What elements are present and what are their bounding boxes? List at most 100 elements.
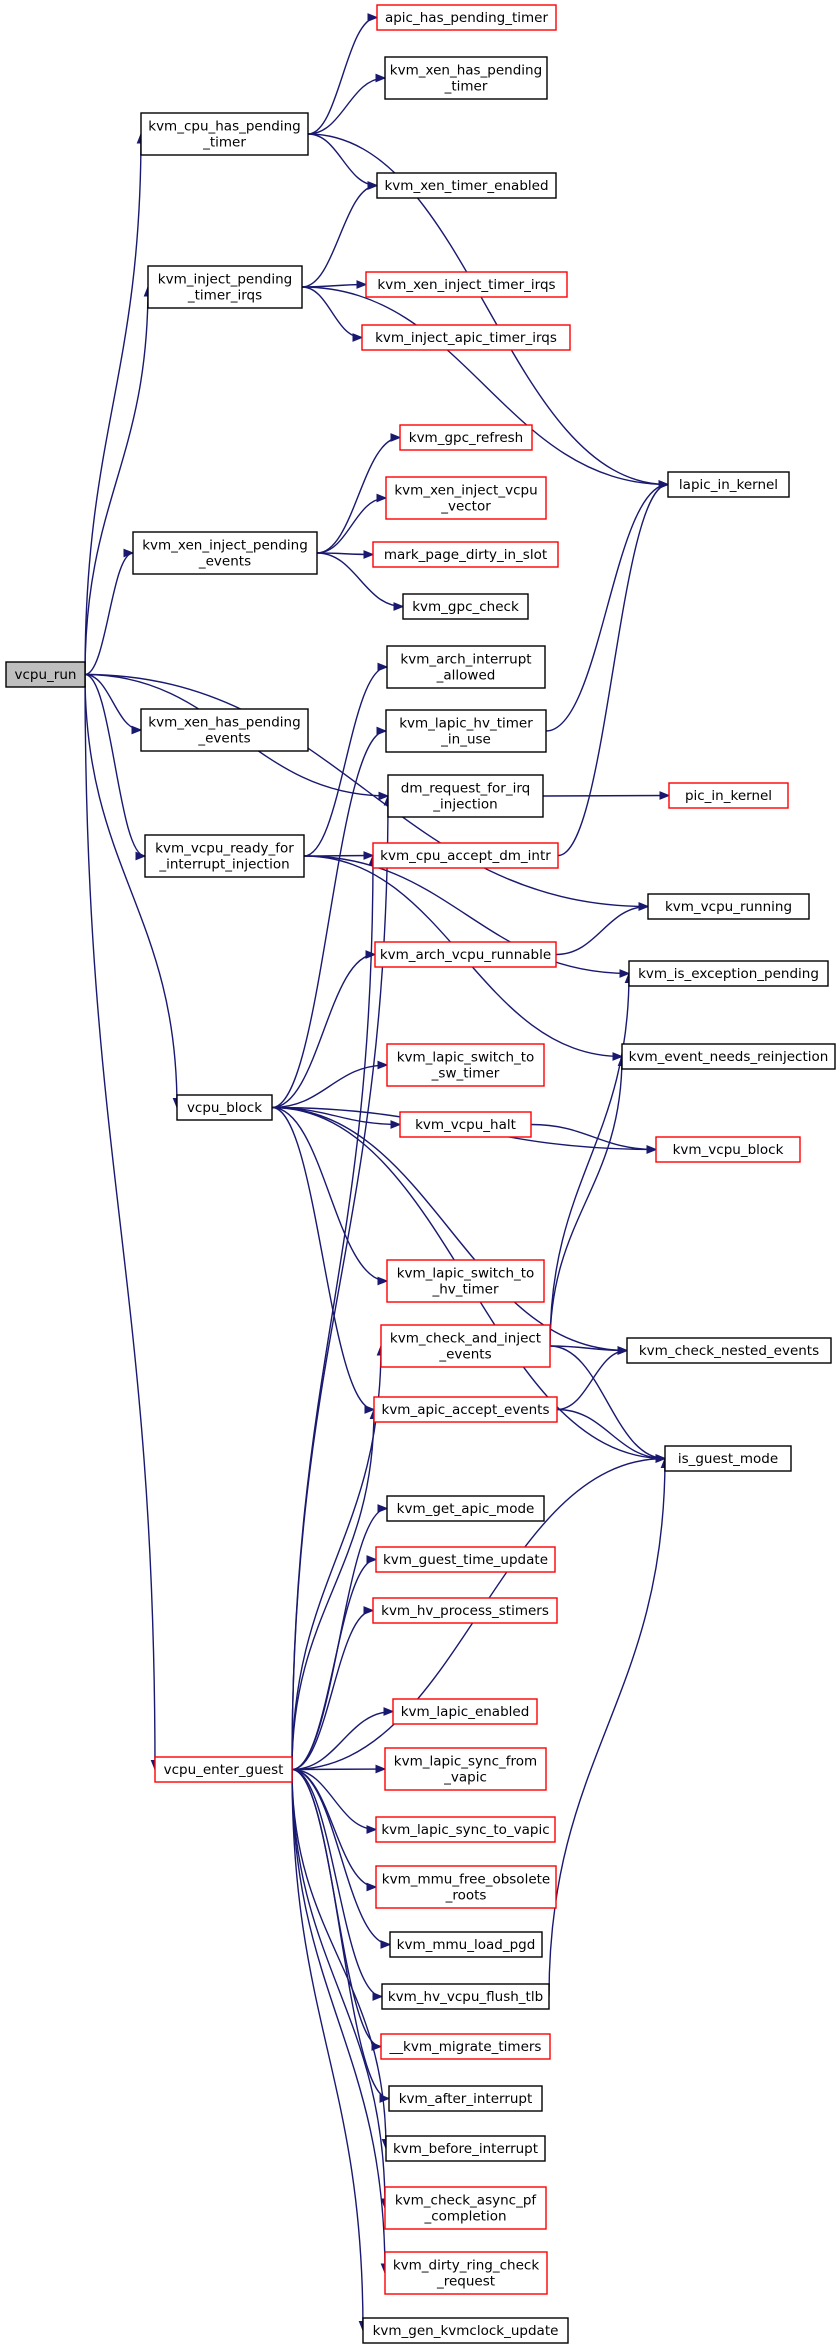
- node-box[interactable]: [376, 4, 557, 31]
- node-box[interactable]: [384, 1747, 547, 1791]
- node-kvm-vcpu-running[interactable]: kvm_vcpu_running: [647, 893, 810, 920]
- node-kvm-apic-accept-events[interactable]: kvm_apic_accept_events: [373, 1396, 558, 1423]
- node-box[interactable]: [399, 424, 533, 451]
- node-box[interactable]: [176, 1094, 273, 1121]
- node-box[interactable]: [621, 1043, 836, 1070]
- node-lapic-in-kernel[interactable]: lapic_in_kernel: [667, 471, 790, 498]
- node-apic-has-pending-timer[interactable]: apic_has_pending_timer: [376, 4, 557, 31]
- node-kvm-before-interrupt[interactable]: kvm_before_interrupt: [385, 2135, 546, 2162]
- node-box[interactable]: [392, 1698, 538, 1725]
- node-kvm-lapic-switch-to-sw-timer[interactable]: kvm_lapic_switch_to_sw_timer: [386, 1043, 545, 1087]
- node-kvm-gen-kvmclock-update[interactable]: kvm_gen_kvmclock_update: [362, 2317, 569, 2344]
- node-box[interactable]: [375, 1816, 556, 1843]
- node-box[interactable]: [668, 782, 789, 809]
- node-box[interactable]: [385, 709, 547, 753]
- node-pic-in-kernel[interactable]: pic_in_kernel: [668, 782, 789, 809]
- node-box[interactable]: [628, 960, 829, 987]
- node-kvm-check-nested-events[interactable]: kvm_check_nested_events: [626, 1337, 832, 1364]
- node-vcpu-run[interactable]: vcpu_run: [5, 661, 86, 688]
- node-kvm-mmu-load-pgd[interactable]: kvm_mmu_load_pgd: [389, 1931, 543, 1958]
- node-kvm-check-and-inject-events[interactable]: kvm_check_and_inject_events: [380, 1324, 551, 1368]
- node-box[interactable]: [144, 834, 305, 878]
- node-box[interactable]: [140, 708, 309, 752]
- node-kvm-after-interrupt[interactable]: kvm_after_interrupt: [388, 2085, 543, 2112]
- node-box[interactable]: [365, 271, 568, 298]
- node-kvm-migrate-timers[interactable]: __kvm_migrate_timers: [380, 2033, 551, 2060]
- node-box[interactable]: [385, 476, 547, 520]
- node-box[interactable]: [385, 2135, 546, 2162]
- node-kvm-check-async-pf-completion[interactable]: kvm_check_async_pf_completion: [384, 2186, 547, 2230]
- node-kvm-lapic-hv-timer-in-use[interactable]: kvm_lapic_hv_timer_in_use: [385, 709, 547, 753]
- node-box[interactable]: [147, 265, 303, 309]
- node-kvm-xen-inject-vcpu-vector[interactable]: kvm_xen_inject_vcpu_vector: [385, 476, 547, 520]
- node-kvm-mmu-free-obsolete-roots[interactable]: kvm_mmu_free_obsolete_roots: [375, 1865, 557, 1909]
- node-kvm-dirty-ring-check-request[interactable]: kvm_dirty_ring_check_request: [384, 2251, 548, 2295]
- node-kvm-lapic-sync-from-vapic[interactable]: kvm_lapic_sync_from_vapic: [384, 1747, 547, 1791]
- node-box[interactable]: [389, 1931, 543, 1958]
- node-box[interactable]: [388, 2085, 543, 2112]
- node-kvm-arch-vcpu-runnable[interactable]: kvm_arch_vcpu_runnable: [374, 941, 557, 968]
- node-kvm-xen-timer-enabled[interactable]: kvm_xen_timer_enabled: [376, 172, 557, 199]
- node-kvm-xen-inject-timer-irqs[interactable]: kvm_xen_inject_timer_irqs: [365, 271, 568, 298]
- node-kvm-cpu-has-pending-timer[interactable]: kvm_cpu_has_pending_timer: [140, 112, 309, 156]
- node-kvm-hv-process-stimers[interactable]: kvm_hv_process_stimers: [372, 1597, 558, 1624]
- node-box[interactable]: [386, 1259, 545, 1303]
- node-is-guest-mode[interactable]: is_guest_mode: [664, 1445, 792, 1472]
- node-box[interactable]: [373, 1396, 558, 1423]
- node-mark-page-dirty-in-slot[interactable]: mark_page_dirty_in_slot: [372, 541, 559, 568]
- node-kvm-vcpu-halt[interactable]: kvm_vcpu_halt: [399, 1111, 532, 1138]
- node-box[interactable]: [384, 2251, 548, 2295]
- node-box[interactable]: [667, 471, 790, 498]
- node-box[interactable]: [375, 1546, 556, 1573]
- node-box[interactable]: [140, 112, 309, 156]
- node-kvm-lapic-sync-to-vapic[interactable]: kvm_lapic_sync_to_vapic: [375, 1816, 556, 1843]
- node-kvm-arch-interrupt-allowed[interactable]: kvm_arch_interrupt_allowed: [386, 645, 546, 689]
- node-box[interactable]: [361, 324, 571, 351]
- node-box[interactable]: [386, 1043, 545, 1087]
- node-box[interactable]: [376, 172, 557, 199]
- node-vcpu-block[interactable]: vcpu_block: [176, 1094, 273, 1121]
- node-kvm-event-needs-reinjection[interactable]: kvm_event_needs_reinjection: [621, 1043, 836, 1070]
- node-box[interactable]: [626, 1337, 832, 1364]
- node-box[interactable]: [372, 541, 559, 568]
- node-box[interactable]: [380, 1324, 551, 1368]
- node-kvm-hv-vcpu-flush-tlb[interactable]: kvm_hv_vcpu_flush_tlb: [381, 1983, 550, 2010]
- node-dm-request-for-irq-injection[interactable]: dm_request_for_irq_injection: [387, 774, 544, 818]
- node-kvm-vcpu-block[interactable]: kvm_vcpu_block: [655, 1136, 801, 1163]
- node-kvm-lapic-switch-to-hv-timer[interactable]: kvm_lapic_switch_to_hv_timer: [386, 1259, 545, 1303]
- node-kvm-lapic-enabled[interactable]: kvm_lapic_enabled: [392, 1698, 538, 1725]
- node-box[interactable]: [384, 56, 548, 100]
- node-box[interactable]: [380, 2033, 551, 2060]
- node-box[interactable]: [664, 1445, 792, 1472]
- node-box[interactable]: [362, 2317, 569, 2344]
- node-kvm-xen-has-pending-timer[interactable]: kvm_xen_has_pending_timer: [384, 56, 548, 100]
- node-box[interactable]: [132, 531, 318, 575]
- node-kvm-vcpu-ready-for-interrupt-injection[interactable]: kvm_vcpu_ready_for_interrupt_injection: [144, 834, 305, 878]
- node-kvm-cpu-accept-dm-intr[interactable]: kvm_cpu_accept_dm_intr: [372, 842, 559, 869]
- node-kvm-is-exception-pending[interactable]: kvm_is_exception_pending: [628, 960, 829, 987]
- node-kvm-xen-inject-pending-events[interactable]: kvm_xen_inject_pending_events: [132, 531, 318, 575]
- node-kvm-get-apic-mode[interactable]: kvm_get_apic_mode: [386, 1495, 545, 1522]
- node-kvm-gpc-check[interactable]: kvm_gpc_check: [402, 593, 529, 620]
- node-kvm-xen-has-pending-events[interactable]: kvm_xen_has_pending_events: [140, 708, 309, 752]
- node-box[interactable]: [402, 593, 529, 620]
- node-box[interactable]: [384, 2186, 547, 2230]
- node-kvm-guest-time-update[interactable]: kvm_guest_time_update: [375, 1546, 556, 1573]
- node-box[interactable]: [647, 893, 810, 920]
- node-box[interactable]: [154, 1756, 293, 1783]
- node-box[interactable]: [374, 941, 557, 968]
- node-box[interactable]: [372, 842, 559, 869]
- node-box[interactable]: [372, 1597, 558, 1624]
- node-kvm-inject-apic-timer-irqs[interactable]: kvm_inject_apic_timer_irqs: [361, 324, 571, 351]
- node-vcpu-enter-guest[interactable]: vcpu_enter_guest: [154, 1756, 293, 1783]
- node-box[interactable]: [5, 661, 86, 688]
- node-box[interactable]: [375, 1865, 557, 1909]
- node-box[interactable]: [387, 774, 544, 818]
- node-kvm-inject-pending-timer-irqs[interactable]: kvm_inject_pending_timer_irqs: [147, 265, 303, 309]
- node-box[interactable]: [399, 1111, 532, 1138]
- node-box[interactable]: [386, 645, 546, 689]
- node-kvm-gpc-refresh[interactable]: kvm_gpc_refresh: [399, 424, 533, 451]
- node-box[interactable]: [655, 1136, 801, 1163]
- node-box[interactable]: [381, 1983, 550, 2010]
- node-box[interactable]: [386, 1495, 545, 1522]
